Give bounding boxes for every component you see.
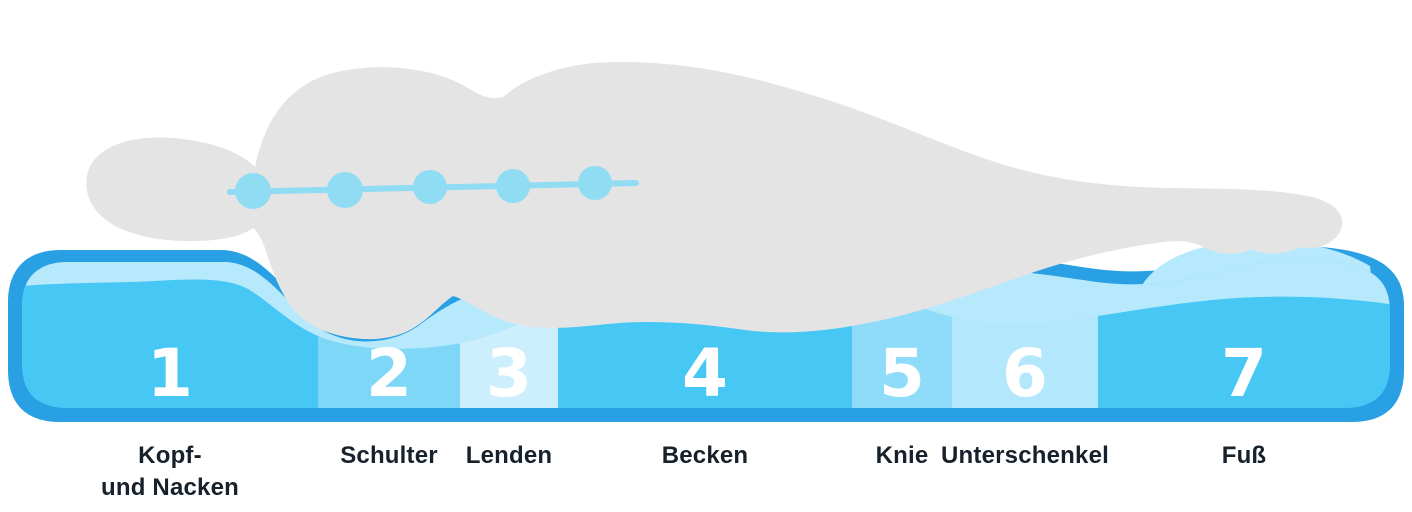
spine-dot-1 (235, 173, 271, 209)
zone-6-number: 6 (1002, 335, 1048, 412)
spine-dot-4 (496, 169, 530, 203)
spine-dot-3 (413, 170, 447, 204)
spine-dot-2 (327, 172, 363, 208)
zone-2-label: Schulter (340, 442, 438, 469)
zone-7-label: Fuß (1221, 442, 1267, 469)
body-silhouette (86, 61, 1343, 340)
zone-2-number: 2 (366, 335, 412, 412)
zone-4-number: 4 (682, 335, 728, 412)
zone-4-label: Becken (661, 442, 749, 469)
zone-3-label: Lenden (465, 442, 553, 469)
spine-dot-5 (578, 166, 612, 200)
zone-1-label: Kopf- und Nacken (100, 442, 240, 501)
zone-7-number: 7 (1221, 335, 1267, 412)
zone-5-label: Knie (875, 442, 929, 469)
zone-5-number: 5 (879, 335, 925, 412)
spine-dots (235, 166, 612, 209)
zone-3-number: 3 (486, 335, 532, 412)
zone-1-number: 1 (147, 335, 193, 412)
zone-6-label: Unterschenkel (941, 442, 1109, 469)
